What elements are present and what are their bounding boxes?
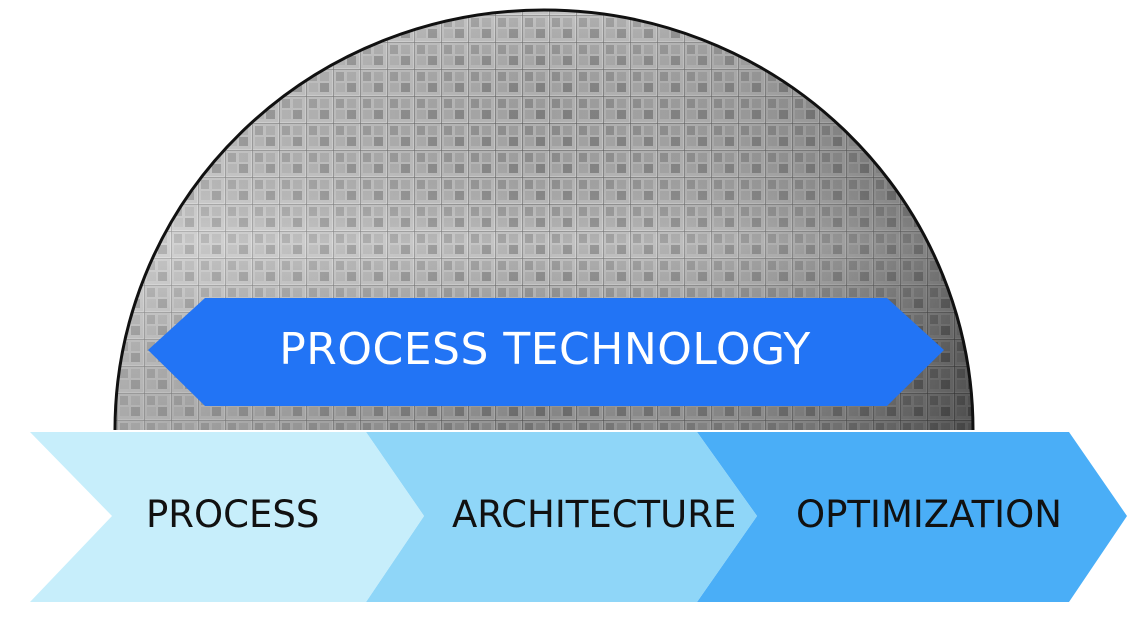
banner-label: PROCESS TECHNOLOGY (279, 324, 811, 375)
chevron-architecture (366, 432, 757, 602)
process-technology-banner (148, 298, 944, 406)
stage-label-architecture: ARCHITECTURE (452, 493, 737, 536)
stage-label-process: PROCESS (146, 493, 320, 536)
stage-label-optimization: OPTIMIZATION (796, 493, 1062, 536)
chevron-process (30, 432, 424, 602)
chevron-optimization (697, 432, 1127, 602)
